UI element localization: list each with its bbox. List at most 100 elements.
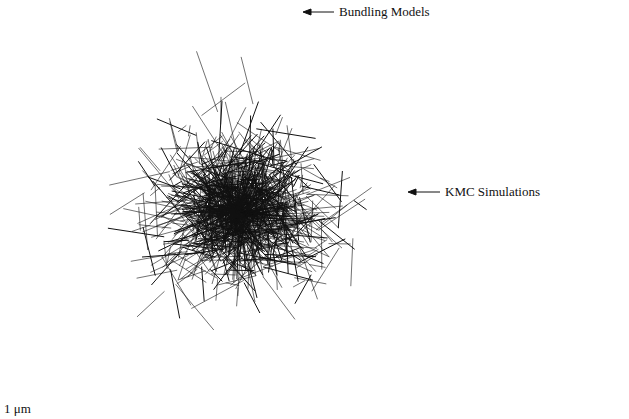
filament-line [314, 164, 342, 202]
filament-line [271, 128, 292, 180]
filament-line [246, 244, 262, 275]
filament-line [320, 178, 330, 182]
filament-line [210, 269, 223, 281]
filament-line [213, 151, 218, 168]
filament-line [190, 155, 195, 173]
filament-line [240, 261, 286, 279]
filament-line [291, 177, 295, 213]
filament-line [354, 201, 367, 210]
filament-line [292, 176, 323, 184]
filament-line [212, 202, 213, 252]
filament-line [236, 209, 287, 216]
filament-line [221, 237, 252, 249]
filament-line [226, 283, 240, 286]
filament-line [151, 232, 205, 265]
filament-line [258, 193, 288, 246]
filament-line [287, 263, 300, 264]
filament-line [211, 141, 272, 160]
filament-line [229, 212, 235, 236]
filament-line [321, 220, 322, 270]
filament-line [244, 283, 260, 313]
filament-line [309, 265, 325, 268]
filament-line [209, 227, 249, 262]
filament-line [177, 269, 197, 284]
filament-line [321, 188, 372, 224]
filament-line [132, 225, 151, 231]
filament-line [197, 188, 238, 200]
filament-line [265, 209, 283, 224]
filament-line [277, 192, 289, 205]
filament-line [233, 171, 247, 172]
filament-line [246, 8, 249, 80]
filament-line [109, 172, 170, 186]
filament-line [171, 269, 180, 318]
filament-line [178, 256, 218, 279]
filament-line [209, 162, 255, 168]
filament-line [351, 238, 353, 286]
filament-line [230, 157, 251, 161]
filament-line [304, 169, 338, 188]
filament-line [178, 229, 183, 258]
filament-line [245, 212, 260, 259]
filament-line [203, 174, 225, 222]
filament-line [219, 101, 222, 157]
filament-line [288, 207, 329, 256]
filament-line [263, 267, 313, 280]
filament-line [319, 221, 355, 250]
filament-line [182, 217, 219, 248]
filament-line [239, 221, 277, 238]
filament-line [123, 209, 184, 222]
filament-line [164, 240, 189, 242]
filament-line [235, 198, 263, 223]
filament-line [293, 251, 299, 282]
filament-line [205, 226, 207, 237]
filament-line [216, 213, 222, 227]
filament-line [210, 137, 216, 151]
filament-line [317, 194, 336, 208]
filament-line [140, 147, 160, 171]
filament-line [142, 252, 206, 257]
filament-line [174, 212, 224, 232]
filament-line [171, 260, 207, 283]
scale-label: 1 μm [2, 401, 33, 416]
filament-line [203, 143, 233, 176]
filament-line [176, 284, 214, 330]
filament-line [216, 153, 256, 182]
filament-line [249, 136, 265, 153]
filament-line [272, 146, 320, 160]
filament-line [254, 233, 261, 261]
filament-line [273, 253, 276, 275]
filament-line [244, 222, 263, 233]
filament-line [185, 224, 210, 227]
filament-line [302, 218, 316, 231]
filament-line [139, 148, 178, 195]
filament-line [256, 129, 315, 139]
filament-line [270, 160, 286, 161]
filament-line [245, 179, 259, 180]
filament-line [150, 255, 188, 272]
filament-line [258, 195, 277, 198]
filament-line [249, 166, 250, 183]
filament-line [316, 205, 347, 230]
filament-line [172, 191, 216, 200]
filament-line [315, 240, 328, 248]
filament-line [225, 151, 257, 153]
filament-line [203, 163, 221, 211]
annotation-label: KMC Simulations [443, 184, 542, 199]
filament-line [202, 83, 246, 116]
filament-line [188, 125, 190, 136]
filament-line [238, 223, 260, 248]
filament-line [139, 207, 141, 231]
filament-line [246, 188, 264, 190]
filament-line [237, 288, 238, 307]
filament-line [159, 147, 213, 149]
filament-line [273, 129, 274, 168]
filament-line [202, 248, 239, 261]
filament-line [191, 280, 244, 308]
filament-line [247, 162, 253, 186]
filament-line [225, 259, 238, 275]
filament-line [172, 214, 192, 240]
filament-line [285, 226, 293, 232]
filament-line [162, 257, 191, 306]
